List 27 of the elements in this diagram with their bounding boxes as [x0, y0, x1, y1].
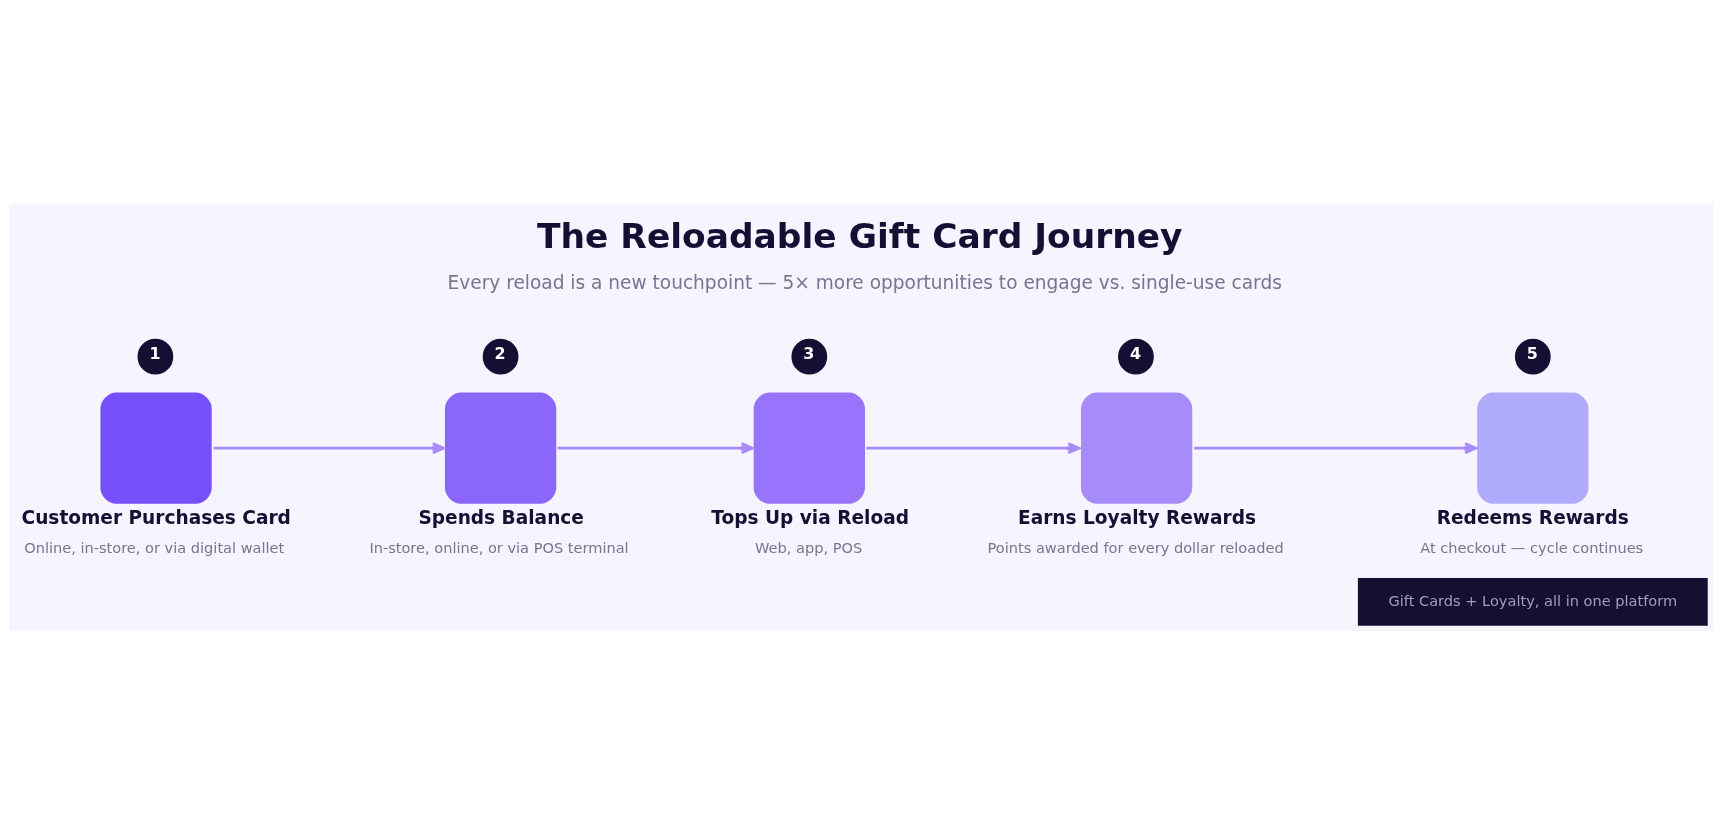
node-label: At checkout — cycle continues: [1420, 538, 1644, 556]
node-circle: 3: [791, 338, 828, 375]
node-label: In-store, online, or via POS terminal: [369, 538, 629, 556]
node-label: Online, in-store, or via digital wallet: [24, 538, 285, 556]
arrow: [557, 442, 754, 455]
node-circle: 2: [482, 338, 519, 375]
node-box: [1477, 392, 1589, 504]
node-label: Redeems Rewards: [1436, 506, 1629, 528]
node-label: Earns Loyalty Rewards: [1018, 506, 1256, 528]
node-box: [753, 392, 865, 504]
arrow: [1194, 442, 1478, 455]
node-circle: 5: [1514, 338, 1551, 375]
node-label: Web, app, POS: [754, 538, 863, 556]
node-label: Points awarded for every dollar reloaded: [987, 538, 1284, 556]
diagram-title: The Reloadable Gift Card Journey: [537, 216, 1183, 257]
node-box: [444, 392, 557, 504]
arrow: [213, 442, 445, 455]
caption: Every reload is a new touchpoint — 5× more opportunities to engage vs. single-use cards: [447, 271, 1282, 293]
node-label: Tops Up via Reload: [711, 506, 909, 528]
node-label: Spends Balance: [418, 506, 584, 528]
node-label: Customer Purchases Card: [21, 506, 291, 528]
label: Gift Cards + Loyalty, all in one platform: [1388, 591, 1678, 609]
node-box: [100, 392, 212, 504]
node-circle: 1: [137, 338, 174, 375]
node-circle: 4: [1118, 338, 1154, 375]
arrow: [866, 442, 1081, 455]
node-box: [1080, 392, 1193, 504]
